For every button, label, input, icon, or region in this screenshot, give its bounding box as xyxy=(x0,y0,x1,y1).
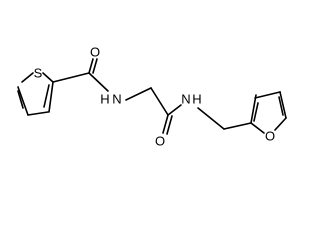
bond-carbonyl2-o-a xyxy=(162,114,169,134)
atom-oxygen-carbonyl-2: O xyxy=(155,134,165,149)
bond-n-ch2-furan xyxy=(197,107,225,130)
bond-carbonyl1-o-a xyxy=(88,58,94,74)
bond-c2-c3 xyxy=(48,81,54,113)
bond-ch2-carbonyl2 xyxy=(150,87,169,116)
atom-hydrogen-1: H xyxy=(100,92,109,107)
bond-carbonyl2-o-b xyxy=(166,115,173,135)
bond-c5-s xyxy=(21,72,34,83)
atom-oxygen-furan: O xyxy=(265,129,275,144)
bond-c4-c5-inner xyxy=(17,90,24,109)
chemical-structure-diagram: S O N H O N H O xyxy=(17,45,287,149)
bond-carbonyl2-n xyxy=(167,104,182,116)
bond-carbonyl1-n xyxy=(88,72,109,92)
furan-ring xyxy=(223,91,287,134)
amide-bonds-1 xyxy=(52,58,109,92)
atom-nitrogen-2: N xyxy=(181,92,190,107)
bond-c5-o xyxy=(274,117,287,131)
bond-c3-c4 xyxy=(254,91,281,99)
thiophene-ring xyxy=(17,72,54,116)
bond-c2-c3 xyxy=(250,94,257,124)
bond-c2-c3-inner xyxy=(253,102,259,122)
bond-c2-c3-inner xyxy=(43,84,50,108)
bond-o-c2 xyxy=(250,122,265,134)
atom-oxygen-carbonyl-1: O xyxy=(90,45,100,60)
bond-c4-c5 xyxy=(279,91,287,119)
amide-bonds-2 xyxy=(125,87,225,135)
bond-c2-carbonyl xyxy=(52,72,90,83)
bond-ch2-c2 xyxy=(223,122,252,130)
bond-c4-c5-inner xyxy=(278,96,284,116)
bond-carbonyl1-o-b xyxy=(92,58,98,74)
bond-s-c2 xyxy=(42,72,54,83)
atom-hydrogen-2: H xyxy=(192,92,201,107)
bond-c4-c5 xyxy=(17,86,29,116)
bond-c3-c4 xyxy=(27,111,49,116)
atom-nitrogen-1: N xyxy=(112,92,121,107)
bond-n-ch2 xyxy=(125,87,152,101)
atom-sulfur: S xyxy=(34,66,43,81)
